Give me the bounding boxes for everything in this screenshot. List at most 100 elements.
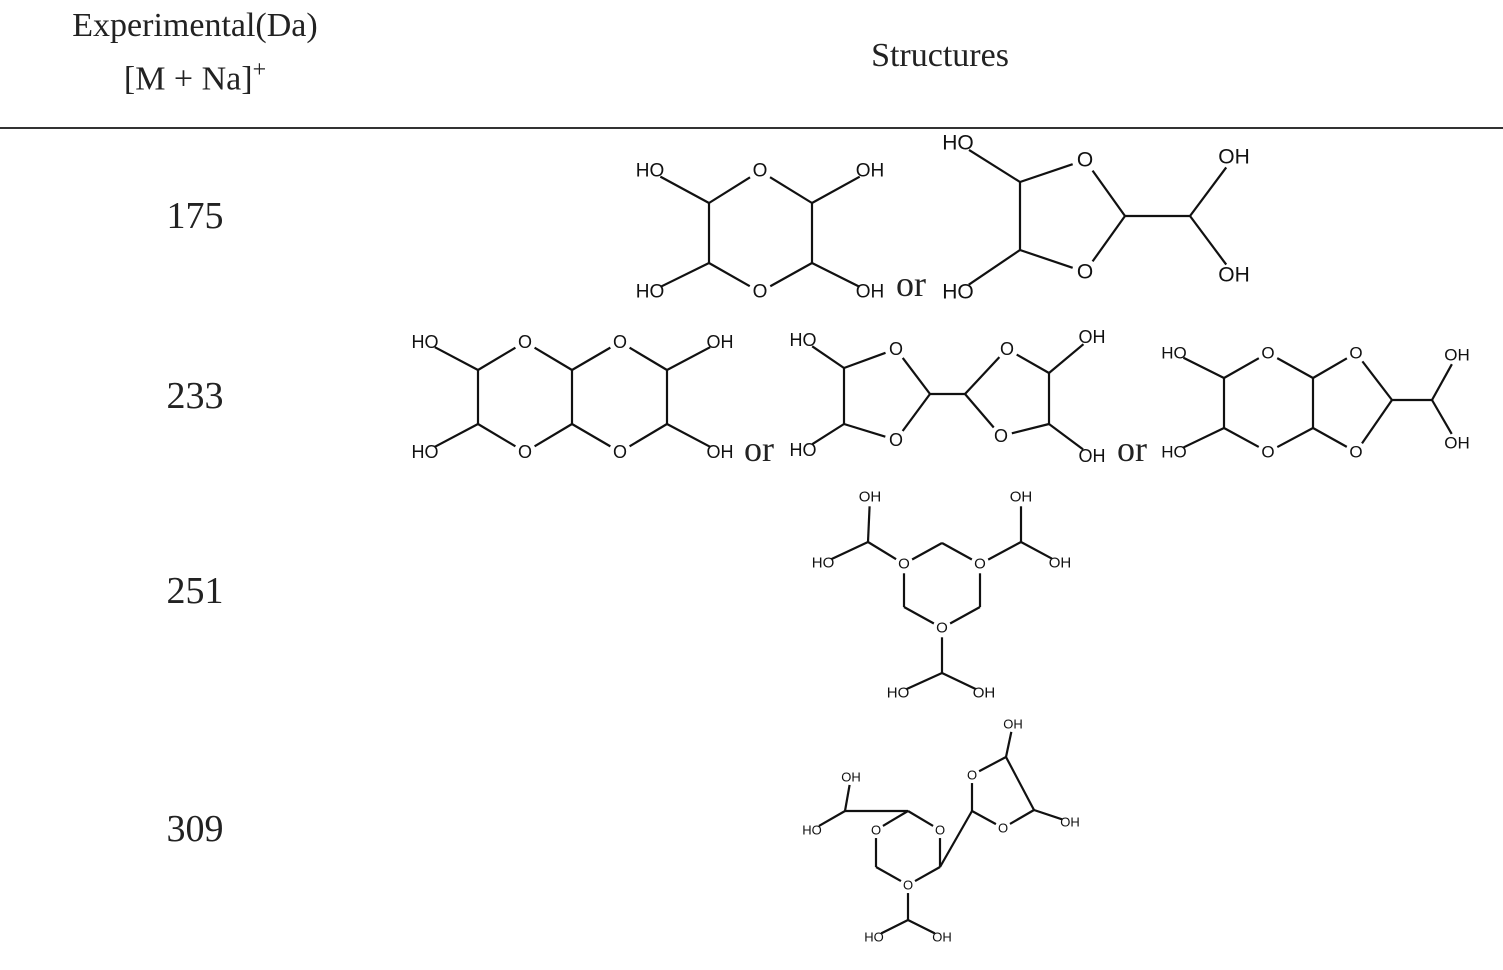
bond-line bbox=[882, 810, 909, 827]
mass-value-251: 251 bbox=[166, 570, 224, 612]
hydroxyl-label: OH bbox=[1060, 815, 1080, 830]
header-experimental-label: Experimental(Da) bbox=[72, 7, 318, 44]
hydroxyl-label: HO bbox=[790, 330, 817, 350]
bond-line bbox=[964, 393, 995, 429]
hydroxyl-label: HO bbox=[802, 823, 822, 838]
bond-line bbox=[914, 866, 941, 883]
bond-line bbox=[1431, 363, 1453, 401]
or-connector: or bbox=[1117, 429, 1147, 469]
bond-line bbox=[708, 176, 751, 204]
oxygen-atom-label: O bbox=[613, 332, 627, 352]
hydroxyl-label: HO bbox=[812, 555, 835, 572]
header-ion-text: [M + Na] bbox=[123, 60, 253, 98]
bond-line bbox=[1091, 215, 1126, 263]
bond-line bbox=[907, 919, 936, 935]
bond-line bbox=[1091, 169, 1126, 217]
oxygen-atom-label: O bbox=[1261, 344, 1274, 363]
mass-value-175: 175 bbox=[166, 195, 224, 237]
or-connector: or bbox=[744, 429, 774, 469]
bond-line bbox=[1361, 360, 1393, 401]
bond-line bbox=[1223, 357, 1260, 379]
hydroxyl-label: OH bbox=[1010, 489, 1033, 506]
bond-line bbox=[1276, 357, 1314, 379]
bond-line bbox=[1312, 427, 1348, 448]
hydroxyl-label: OH bbox=[973, 685, 996, 702]
bond-line bbox=[818, 810, 846, 827]
oxygen-atom-label: O bbox=[518, 332, 532, 352]
bond-line bbox=[1312, 357, 1348, 379]
or-connector: or bbox=[896, 264, 926, 304]
bond-line bbox=[1361, 399, 1393, 444]
hydroxyl-label: OH bbox=[859, 489, 882, 506]
bond-line bbox=[964, 356, 1001, 395]
hydroxyl-label: OH bbox=[856, 161, 885, 182]
bond-line bbox=[477, 346, 516, 371]
mass-value-233: 233 bbox=[166, 375, 224, 417]
bond-line bbox=[968, 149, 1021, 183]
bond-line bbox=[875, 866, 902, 883]
oxygen-atom-label: O bbox=[1349, 344, 1362, 363]
hydroxyl-label: HO bbox=[864, 930, 884, 945]
bond-line bbox=[1189, 215, 1228, 266]
hydroxyl-label: OH bbox=[932, 930, 952, 945]
hydroxyl-label: HO bbox=[790, 440, 817, 460]
hydroxyl-label: HO bbox=[942, 132, 974, 155]
bond-line bbox=[1223, 427, 1260, 448]
oxygen-atom-label: O bbox=[936, 620, 948, 637]
bond-line bbox=[903, 606, 935, 625]
bond-line bbox=[811, 262, 860, 288]
oxygen-atom-label: O bbox=[889, 339, 903, 359]
header-ion-charge: + bbox=[252, 57, 267, 83]
bond-line bbox=[1005, 756, 1035, 811]
bond-line bbox=[660, 262, 710, 288]
oxygen-atom-label: O bbox=[1261, 443, 1274, 462]
oxygen-atom-label: O bbox=[967, 768, 977, 783]
hydroxyl-label: HO bbox=[1161, 344, 1187, 363]
oxygen-atom-label: O bbox=[898, 556, 910, 573]
bond-line bbox=[1009, 809, 1035, 825]
bond-line bbox=[666, 423, 711, 448]
bond-line bbox=[811, 345, 845, 369]
bond-line bbox=[866, 506, 871, 543]
oxygen-atom-label: O bbox=[998, 821, 1008, 836]
hydroxyl-label: HO bbox=[412, 332, 439, 352]
hydroxyl-label: OH bbox=[707, 332, 734, 352]
hydroxyl-label: OH bbox=[1444, 434, 1470, 453]
bond-line bbox=[1033, 808, 1063, 821]
bond-line bbox=[708, 262, 751, 288]
oxygen-atom-label: O bbox=[613, 442, 627, 462]
hydroxyl-label: HO bbox=[412, 442, 439, 462]
oxygen-atom-label: O bbox=[753, 282, 768, 303]
oxygen-atom-label: O bbox=[903, 878, 913, 893]
bond-line bbox=[1048, 423, 1084, 451]
hydroxyl-label: HO bbox=[636, 161, 665, 182]
bond-line bbox=[867, 541, 897, 561]
bond-line bbox=[939, 810, 973, 868]
bond-line bbox=[1019, 248, 1074, 269]
bond-line bbox=[971, 810, 997, 826]
bond-line bbox=[911, 542, 943, 561]
bond-line bbox=[659, 175, 710, 204]
bond-line bbox=[941, 542, 973, 561]
oxygen-atom-label: O bbox=[1000, 339, 1014, 359]
bond-line bbox=[666, 346, 711, 371]
oxygen-atom-label: O bbox=[753, 161, 768, 182]
oxygen-atom-label: O bbox=[871, 823, 881, 838]
bond-line bbox=[571, 423, 611, 448]
bond-line bbox=[534, 346, 573, 371]
bond-line bbox=[1189, 166, 1228, 217]
oxygen-atom-label: O bbox=[994, 426, 1008, 446]
bond-line bbox=[949, 606, 981, 625]
bond-line bbox=[434, 423, 479, 448]
hydroxyl-label: OH bbox=[856, 282, 885, 303]
column-header-structures: Structures bbox=[871, 37, 1009, 74]
hydroxyl-label: HO bbox=[942, 281, 974, 304]
bond-line bbox=[811, 423, 845, 445]
bond-line bbox=[1004, 731, 1013, 758]
hydroxyl-label: OH bbox=[1444, 346, 1470, 365]
